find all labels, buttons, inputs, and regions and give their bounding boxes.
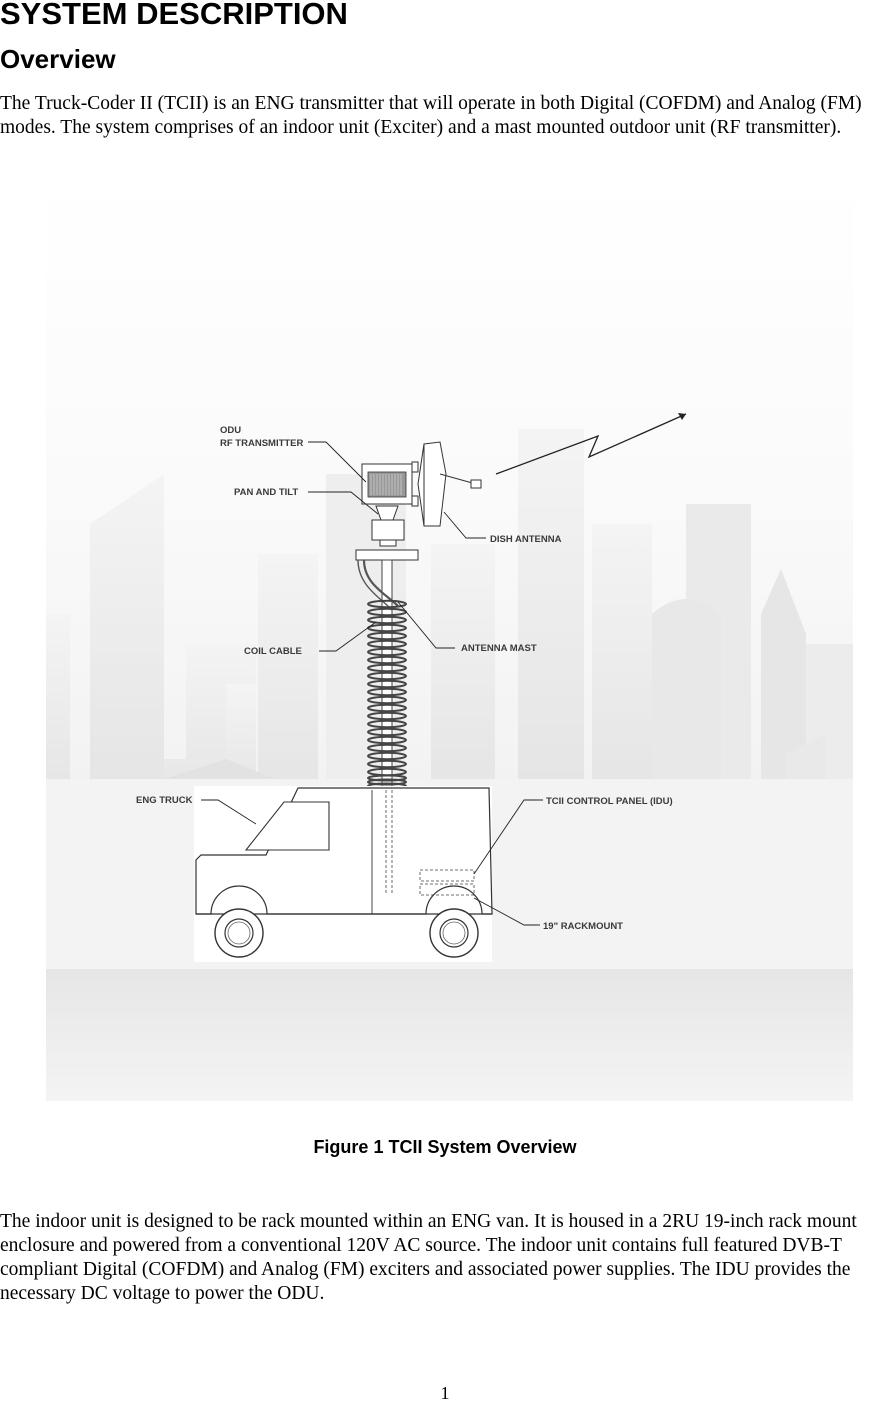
label-rackmount: 19" RACKMOUNT	[543, 921, 623, 932]
label-control-panel: TCII CONTROL PANEL (IDU)	[546, 796, 673, 807]
ground	[46, 969, 853, 1101]
rf-signal-line	[495, 413, 687, 475]
label-antenna-mast: ANTENNA MAST	[461, 643, 537, 654]
section-heading: Overview	[0, 44, 116, 74]
odu-rf-transmitter	[361, 463, 413, 505]
label-eng-truck: ENG TRUCK	[136, 795, 193, 806]
label-pan-and-tilt: PAN AND TILT	[234, 487, 298, 498]
page-heading: SYSTEM DESCRIPTION	[0, 0, 348, 31]
system-overview-figure: ODU RF TRANSMITTER PAN AND TILT DISH ANT…	[46, 174, 853, 1101]
idu-paragraph: The indoor unit is designed to be rack m…	[0, 1211, 857, 1304]
label-coil-cable: COIL CABLE	[244, 646, 302, 657]
city-skyline	[46, 429, 853, 814]
coil-cable	[367, 599, 407, 790]
truck-wheel-rear	[429, 908, 479, 958]
label-rf-transmitter: RF TRANSMITTER	[220, 438, 304, 449]
intro-paragraph: The Truck-Coder II (TCII) is an ENG tran…	[0, 93, 862, 138]
figure-caption: Figure 1 TCII System Overview	[313, 1137, 577, 1157]
truck-wheel-front	[214, 908, 264, 958]
label-dish-antenna: DISH ANTENNA	[490, 534, 562, 545]
dish-antenna	[411, 441, 482, 527]
label-odu: ODU	[220, 425, 241, 436]
leader-lines	[201, 441, 543, 926]
page-number: 1	[440, 1383, 450, 1403]
pan-and-tilt	[355, 505, 419, 561]
